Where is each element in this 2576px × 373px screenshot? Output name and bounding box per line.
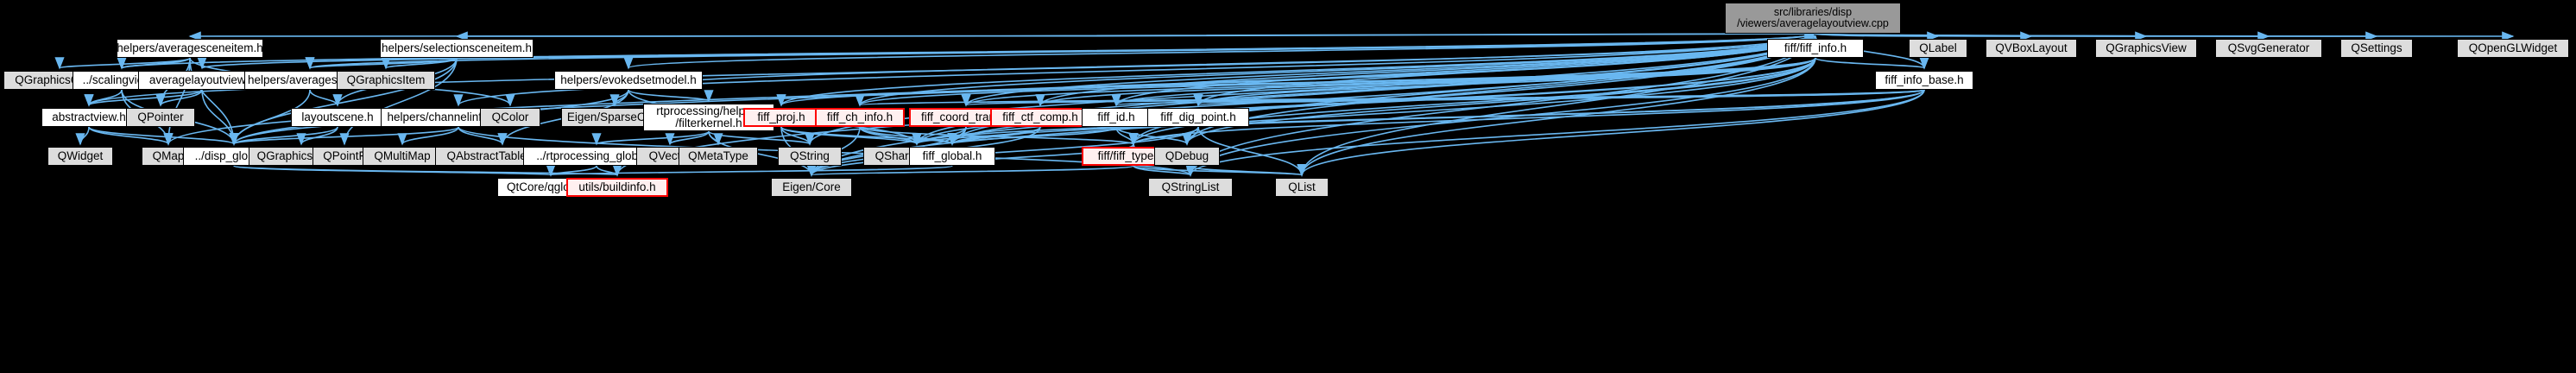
graph-edge <box>596 164 622 177</box>
graph-node-fiff_id[interactable]: fiff_id.h <box>1082 108 1151 127</box>
graph-node-qstringlist[interactable]: QStringList <box>1148 178 1233 197</box>
graph-edge <box>1297 33 1814 177</box>
graph-node-layoutscene[interactable]: layoutscene.h <box>291 108 384 127</box>
graph-node-qgview[interactable]: QGraphicsView <box>2095 39 2197 58</box>
graph-node-avglayout[interactable]: averagelayoutview.h <box>138 71 266 90</box>
graph-node-fiffinfobase[interactable]: fiff_info_base.h <box>1875 71 1973 90</box>
graph-edge <box>117 33 1814 70</box>
graph-edge <box>88 126 239 146</box>
graph-edge <box>1185 164 1196 177</box>
graph-node-rtpglobal[interactable]: ../rtprocessing_global.h <box>523 147 670 166</box>
graph-edge <box>1193 57 1816 107</box>
graph-edge <box>708 130 815 146</box>
graph-edge <box>1186 164 1307 177</box>
graph-edge <box>855 33 1814 107</box>
graph-edge <box>309 89 343 107</box>
graph-edge <box>1194 89 1925 107</box>
graph-edge <box>1185 57 1816 177</box>
graph-node-buildinfo[interactable]: utils/buildinfo.h <box>566 178 668 197</box>
graph-edge <box>88 126 174 146</box>
graph-node-avgscene_it[interactable]: helpers/averagesceneitem.h <box>117 39 263 58</box>
graph-node-qpointf[interactable]: QPointF <box>313 147 376 166</box>
graph-edge <box>339 57 458 146</box>
graph-node-qvbox[interactable]: QVBoxLayout <box>1986 39 2077 58</box>
graph-node-fiff_ctf[interactable]: fiff_ctf_comp.h <box>990 108 1090 127</box>
graph-node-qgitem[interactable]: QGraphicsItem <box>337 71 435 90</box>
graph-edge <box>233 163 622 177</box>
graph-edge <box>624 33 1814 70</box>
graph-edge <box>628 89 714 103</box>
graph-edge <box>1815 57 1929 70</box>
graph-edge <box>1128 57 1816 146</box>
graph-edge <box>84 89 123 107</box>
graph-edge <box>75 126 90 146</box>
graph-edge <box>546 163 953 177</box>
graph-node-qpointer[interactable]: QPointer <box>126 108 195 127</box>
graph-edge <box>947 126 1117 146</box>
graph-node-qmetatype[interactable]: QMetaType <box>679 147 758 166</box>
graph-edge <box>117 57 191 70</box>
graph-node-fiff_dig[interactable]: fiff_dig_point.h <box>1147 108 1249 127</box>
graph-edge <box>912 126 1041 146</box>
graph-edge <box>776 57 1816 107</box>
graph-edge <box>397 126 459 146</box>
graph-node-eigensparse[interactable]: Eigen/SparseCore <box>561 108 668 127</box>
graph-edge <box>807 163 1134 177</box>
graph-edge <box>947 57 1816 146</box>
graph-edge <box>229 126 459 146</box>
graph-node-fiff_ch_info[interactable]: fiff_ch_info.h <box>815 108 905 127</box>
graph-edge <box>780 126 922 146</box>
graph-edge <box>780 126 815 146</box>
graph-node-evoked[interactable]: helpers/evokedsetmodel.h <box>554 71 703 90</box>
graph-node-fiff_proj[interactable]: fiff_proj.h <box>743 108 819 127</box>
graph-edge <box>305 56 458 70</box>
graph-node-qwidget[interactable]: QWidget <box>47 147 113 166</box>
graph-node-qsvg[interactable]: QSvgGenerator <box>2215 39 2322 58</box>
graph-node-eigencore[interactable]: Eigen/Core <box>771 178 852 197</box>
graph-edge <box>665 130 710 146</box>
graph-node-abstractview[interactable]: abstractview.h <box>41 108 136 127</box>
graph-edge <box>155 89 203 107</box>
graph-edge <box>296 126 338 146</box>
graph-node-qdebug[interactable]: QDebug <box>1154 147 1220 166</box>
graph-node-qlabel[interactable]: QLabel <box>1909 39 1967 58</box>
graph-edge <box>1812 31 2515 41</box>
graph-node-qsettings[interactable]: QSettings <box>2340 39 2413 58</box>
graph-edge <box>806 126 1199 177</box>
graph-edge <box>381 57 458 70</box>
graph-node-qopengl[interactable]: QOpenGLWidget <box>2457 39 2569 58</box>
graph-edge <box>1182 57 1816 146</box>
graph-node-fiffglobal[interactable]: fiff_global.h <box>909 147 995 166</box>
graph-node-qcolor[interactable]: QColor <box>480 108 540 127</box>
graph-node-qstring[interactable]: QString <box>778 147 842 166</box>
graph-edge <box>591 130 710 146</box>
graph-node-selscene_it[interactable]: helpers/selectionsceneitem.h <box>380 39 534 58</box>
graph-node-root[interactable]: src/libraries/disp /viewers/averagelayou… <box>1725 3 1901 34</box>
graph-node-qmultimap[interactable]: QMultiMap <box>363 147 442 166</box>
graph-node-fiff_info[interactable]: fiff/fiff_info.h <box>1767 39 1864 58</box>
graph-edge <box>1185 89 1925 177</box>
graph-node-qlist[interactable]: QList <box>1275 178 1329 197</box>
graph-edge <box>912 89 1925 146</box>
graph-edge <box>1297 89 1925 177</box>
